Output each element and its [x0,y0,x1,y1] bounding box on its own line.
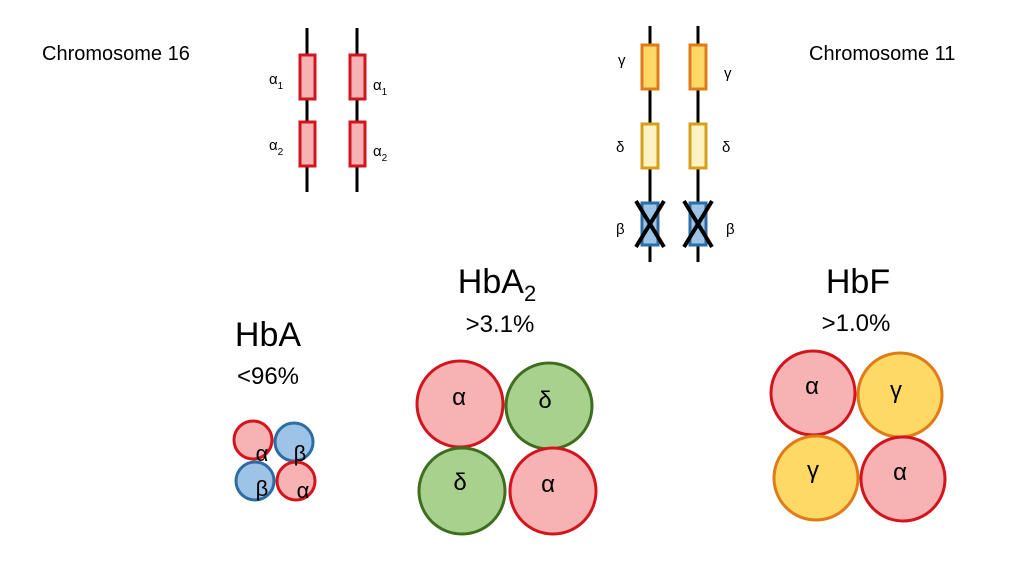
gamma-gene-left [640,43,660,91]
hba2-name-main: HbA [458,263,524,301]
beta-label-right: β [726,221,735,238]
delta-label-left: δ [616,139,624,156]
delta-label-right: δ [722,139,730,156]
gamma-gene-right [688,43,708,91]
alpha1-gene-right [348,53,367,101]
hba-alpha-chain-2 [275,460,317,502]
chromosome11-title: Chromosome 11 [809,43,955,65]
gamma-label-left: γ [618,52,626,69]
hba2-alpha-label-2: α [541,471,555,498]
alpha1-label-left-sub: 1 [278,81,284,92]
hba-name-main: HbA [235,316,301,354]
alpha2-label-left: α2 [269,137,284,158]
hba-beta-label-2: β [256,476,269,501]
hba-alpha-chain-1 [232,419,274,461]
hba2-name: HbA2 [458,263,536,306]
alpha1-label-right: α1 [373,77,388,98]
gamma-label-right: γ [724,65,732,82]
hba-alpha-label-2: α [297,478,310,503]
hba-beta-chain-2 [234,460,276,502]
beta-label-left: β [616,221,625,238]
hba2-alpha-label-1: α [452,384,466,411]
hbf-gamma-label-1: γ [890,377,902,404]
chromosome16-right: α1 α2 [348,28,388,192]
hba2-alpha-chain-2 [508,446,598,536]
chromosome11-left: γ δ β [616,26,666,262]
alpha2-label-right-symbol: α [373,143,382,160]
alpha2-label-right-sub: 2 [382,153,388,164]
hba-percent: <96% [237,363,299,390]
hbf-alpha-label-1: α [805,373,819,400]
hba-name: HbA [235,316,301,354]
hbf-alpha-label-2: α [893,459,907,486]
alpha2-gene-left [298,120,317,168]
chromosome16-title: Chromosome 16 [42,43,190,65]
hba-group: HbA <96% α β β α [232,316,317,503]
hbf-percent: >1.0% [822,310,891,337]
beta-gene-right-cross-icon [682,199,714,249]
alpha2-label-left-sub: 2 [278,147,284,158]
hbf-gamma-label-2: γ [807,457,819,484]
delta-gene-left [640,122,660,170]
alpha2-label-left-symbol: α [269,137,278,154]
alpha1-label-right-symbol: α [373,77,382,94]
beta-gene-left-cross-icon [634,199,666,249]
hba-alpha-label-1: α [256,441,269,466]
delta-gene-right [688,122,708,170]
alpha1-label-left: α1 [269,71,284,92]
hbf-group: HbF >1.0% α γ γ α [769,263,947,523]
hba-beta-label-1: β [294,441,307,466]
hbf-name: HbF [826,263,890,301]
hba2-name-sub: 2 [524,281,536,306]
alpha1-gene-left [298,53,317,101]
chromosome11-right: γ δ β [682,26,735,262]
hba2-delta-chain-2 [417,446,507,536]
hba2-group: HbA2 >3.1% α δ δ α [415,263,598,536]
alpha1-label-right-sub: 1 [382,87,388,98]
alpha1-label-left-symbol: α [269,71,278,88]
alpha2-label-right: α2 [373,143,388,164]
hbf-gamma-chain-2 [772,434,860,522]
chromosome16-left: α1 α2 [269,28,317,192]
hba2-delta-label-1: δ [538,387,551,414]
alpha2-gene-right [348,120,367,168]
hba2-percent: >3.1% [466,311,535,338]
hbf-name-main: HbF [826,263,890,301]
hba2-delta-label-2: δ [453,469,466,496]
hbf-alpha-chain-2 [859,435,947,523]
